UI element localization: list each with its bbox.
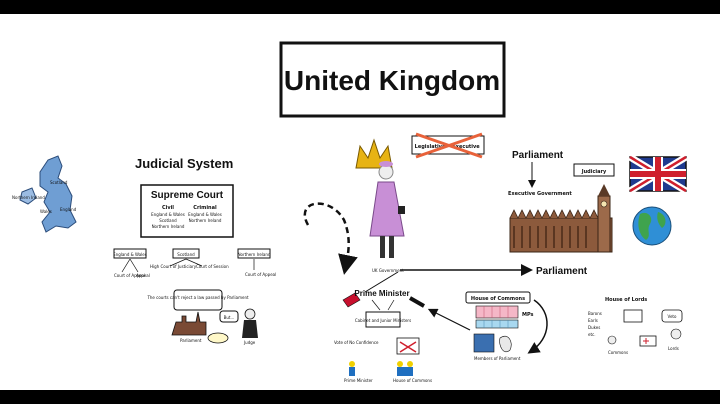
crossed-executive: Executive (452, 144, 480, 150)
red-cross (415, 132, 483, 159)
court-box-label: Northern Ireland (238, 252, 271, 257)
title-box: United Kingdom (279, 41, 506, 118)
prime-minister-area: Prime Minister Cabinet and Junior Minist… (334, 289, 432, 383)
pm-stamp (409, 296, 425, 308)
uk-map-small-icon (499, 335, 512, 353)
commons-sub-label: Members of Parliament (474, 356, 521, 361)
speech-bubble-text: The courts can't reject a law passed by … (146, 295, 249, 300)
supreme-court-label: Supreme Court (151, 190, 224, 201)
court-note: Appeal (136, 273, 150, 278)
bottom-label-pm: Prime Minister (344, 378, 373, 383)
commons-label: House of Commons (471, 296, 525, 302)
court-note: Court of Appeal (245, 272, 276, 277)
map-label-england: England (60, 207, 77, 212)
court-note: Court of Appeal (114, 273, 145, 278)
judiciary-label: Judiciary (581, 169, 607, 175)
cabinet-label: Cabinet and Junior Ministers (355, 318, 411, 323)
lords-list-item: etc. (588, 332, 596, 337)
supreme-court-box: Supreme Court Civil Criminal England & W… (140, 184, 234, 238)
map-label-wales: Wales (40, 209, 52, 214)
executive-label: Executive Government (508, 191, 572, 197)
civil-label: Civil (162, 205, 174, 211)
judge-robe (242, 320, 258, 338)
bottom-letterbox (0, 390, 720, 404)
pm-label: Prime Minister (354, 289, 409, 298)
commons-curve-arrow (527, 299, 548, 354)
handbag-icon (398, 206, 405, 214)
lords-right-label: Lords (668, 346, 679, 351)
lower-courts: England & Wales Scotland Northern Irelan… (113, 248, 276, 278)
lords-left-label: Commons (608, 350, 628, 355)
westminster-palace-icon (509, 184, 613, 253)
court-box-label: England & Wales (113, 252, 147, 257)
lords-list-item: Dukes (588, 325, 600, 330)
but-bubble: But... (224, 315, 235, 320)
map-label-scotland: Scotland (50, 180, 68, 185)
arrow-commons-to-pm (427, 308, 471, 331)
civil-line: Northern Ireland (152, 224, 185, 229)
lords-card (623, 309, 643, 323)
house-of-commons: House of Commons MPs Members of Parliame… (465, 291, 548, 361)
monarch-figure: UK Government (369, 161, 405, 273)
civil-line: Scotland (159, 218, 177, 223)
map-label-ni: Northern Ireland (12, 195, 45, 200)
vote-label: Vote of No Confidence (334, 340, 379, 345)
crossed-out-box: Legislative Executive (411, 132, 485, 159)
court-note: High Court of Justiciary (150, 264, 197, 269)
monarch-label: UK Government (372, 268, 404, 273)
court-note: Court of Session (196, 264, 229, 269)
judge-label: Judge (243, 340, 256, 345)
house-of-lords: House of Lords Barons Earls Dukes etc. V… (588, 297, 683, 355)
top-letterbox (0, 0, 720, 14)
commons-ballot-icon (473, 333, 495, 353)
judicial-heading: Judicial System (135, 156, 233, 171)
criminal-line: England & Wales (188, 212, 222, 217)
lords-list-item: Earls (588, 318, 598, 323)
parliament-arrow-label: Parliament (536, 266, 588, 277)
bottom-label-commons: House of Commons (393, 378, 432, 383)
briefcase-icon (342, 292, 361, 308)
criminal-label: Criminal (193, 205, 217, 211)
lords-label: House of Lords (605, 297, 647, 303)
civil-line: England & Wales (151, 212, 185, 217)
mini-parliament-label: Parliament (180, 338, 202, 343)
page-title: United Kingdom (284, 65, 500, 96)
criminal-line: Northern Ireland (189, 218, 222, 223)
mini-parliament (171, 311, 207, 336)
judge-head (244, 308, 256, 320)
lords-bubble: Veto (668, 314, 677, 319)
crossed-legislative: Legislative (415, 144, 446, 150)
parliament-heading: Parliament (512, 150, 564, 161)
arrow-to-pm (364, 271, 399, 293)
judiciary-box (573, 163, 615, 177)
courts-parliament-scene: The courts can't reject a law passed by … (146, 289, 258, 345)
lords-list-item: Barons (588, 311, 602, 316)
mps-label: MPs (522, 312, 534, 318)
union-jack-flag (628, 154, 688, 194)
globe-icon (632, 206, 672, 246)
court-box-label: Scotland (177, 252, 195, 257)
lord-head (670, 328, 682, 340)
uk-map: Northern Ireland Scotland Wales England (12, 155, 77, 233)
dashed-arrow (303, 202, 358, 275)
